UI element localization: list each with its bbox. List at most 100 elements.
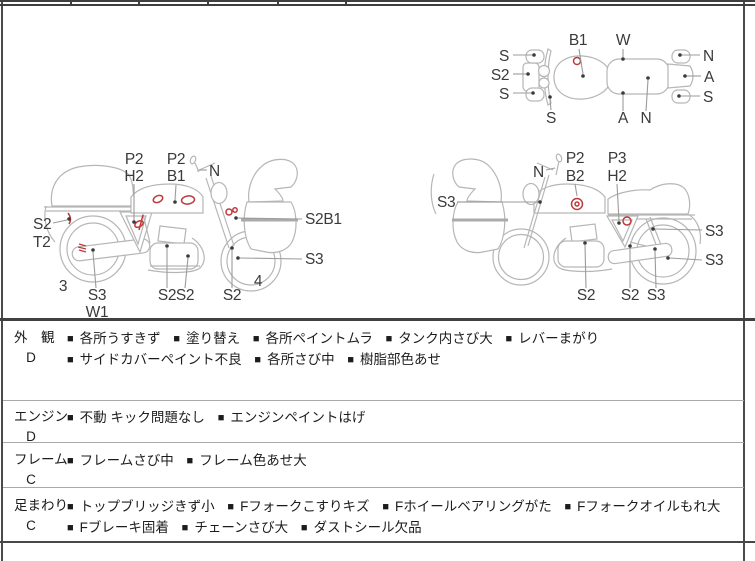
bullet-icon: ■ (67, 354, 74, 366)
condition-item: ■エンジンペイントはげ (217, 410, 366, 425)
condition-item: ■サイドカバーペイント不良 (67, 352, 242, 367)
condition-item: ■フレームさび中 (67, 453, 174, 468)
diagram-label: N (533, 164, 544, 181)
condition-item: ■チェーンさび大 (181, 520, 289, 535)
section-name: フレーム (14, 452, 68, 467)
bullet-icon: ■ (217, 412, 225, 424)
diagram-label: N (641, 110, 652, 127)
diagram-label: S (703, 89, 713, 106)
row-divider (3, 400, 744, 401)
condition-item: ■レバーまがり (505, 331, 600, 346)
bullet-icon: ■ (385, 333, 393, 345)
diagram-label: P2 (125, 151, 143, 168)
condition-item: ■不動 キック問題なし (67, 410, 205, 425)
diagram-label: S3 (647, 287, 665, 304)
condition-item: ■Fブレーキ固着 (67, 520, 169, 535)
bullet-icon: ■ (186, 455, 194, 467)
diagram-label: 4 (254, 273, 263, 290)
diagram-label: S2 (577, 287, 595, 304)
diagram-label: S3 (88, 287, 106, 304)
bullet-icon: ■ (67, 333, 74, 345)
section-row-exterior: 外 観 D ■各所うすきず ■塗り替え ■各所ペイントムラ ■タンク内さび大 ■… (3, 321, 744, 400)
diagram-label: S3 (705, 252, 723, 269)
diagram-label: B1 (569, 32, 587, 49)
bullet-icon: ■ (181, 522, 189, 534)
diagram-bottom-line (0, 318, 755, 321)
right-side-bike: N P2 B2 P3 H2 S3 S3 S3 S2 S2 S3 (430, 150, 724, 304)
bullet-icon: ■ (254, 354, 262, 366)
diagram-label: S3 (437, 194, 455, 211)
header-cell-divider (70, 0, 72, 4)
header-cell-divider (277, 0, 279, 4)
bullet-icon: ■ (67, 412, 74, 424)
section-conditions: ■不動 キック問題なし ■エンジンペイントはげ (65, 400, 744, 429)
diagram-label: S3 (705, 223, 723, 240)
diagram-label: S2 (223, 287, 241, 304)
header-bottom-line (0, 4, 755, 6)
diagram-label: 3 (59, 278, 67, 295)
bullet-icon: ■ (173, 333, 181, 345)
diagram-label: B1 (167, 168, 185, 185)
section-grade: D (26, 350, 36, 365)
condition-item: ■ダストシール欠品 (300, 520, 422, 535)
section-row-undercarriage: 足まわり C ■トップブリッジきず小 ■Fフォークこすりキズ ■Fホイールベアリ… (3, 489, 744, 541)
section-row-engine: エンジン D ■不動 キック問題なし ■エンジンペイントはげ (3, 400, 744, 445)
condition-item: ■塗り替え (173, 331, 241, 346)
header-cell-divider (207, 0, 209, 4)
diagram-label: T2 (33, 234, 51, 251)
diagram-label: S (499, 48, 509, 65)
top-edge-line (0, 0, 755, 2)
diagram-label: W1 (86, 304, 109, 321)
section-name: 足まわり (14, 498, 68, 513)
diagram-label: B2 (566, 168, 584, 185)
diagram-label: S2 (621, 287, 639, 304)
section-grade: C (26, 518, 36, 533)
bullet-icon: ■ (252, 333, 260, 345)
diagram-label: S2 (491, 67, 509, 84)
section-conditions: ■フレームさび中 ■フレーム色あせ大 (65, 443, 744, 472)
row-divider (3, 487, 744, 488)
bullet-icon: ■ (67, 522, 74, 534)
condition-item: ■各所さび中 (254, 352, 335, 367)
section-label: 足まわり C (3, 489, 68, 534)
diagram-label: N (703, 48, 714, 65)
diagram-label: S2B1 (305, 211, 342, 228)
diagram-label: P2 (566, 150, 584, 167)
bullet-icon: ■ (227, 501, 235, 513)
section-name: 外 観 (14, 330, 55, 345)
section-name: エンジン (14, 409, 68, 424)
diagram-label: P2 (167, 151, 185, 168)
diagram-label: S (499, 86, 509, 103)
top-view-bike: B1 W S S2 S S N A S A N (491, 32, 715, 127)
diagram-label: S (546, 110, 556, 127)
frame-border-right (743, 0, 745, 561)
diagram-label: S2 (33, 216, 51, 233)
diagram-label: W (616, 32, 631, 49)
section-label: 外 観 D (3, 321, 65, 366)
section-label: エンジン D (3, 400, 68, 445)
section-label: フレーム C (3, 443, 68, 488)
diagram-label: S3 (305, 251, 323, 268)
diagram-label: N (209, 163, 220, 180)
section-row-frame: フレーム C ■フレームさび中 ■フレーム色あせ大 (3, 443, 744, 487)
diagram-label: P3 (608, 150, 626, 167)
section-conditions: ■各所うすきず ■塗り替え ■各所ペイントムラ ■タンク内さび大 ■レバーまがり… (65, 321, 744, 371)
condition-item: ■Fフォークこすりキズ (227, 499, 370, 514)
left-side-bike: P2 H2 P2 B1 N S2 T2 3 S3 W1 S2 S2 S2 4 S… (33, 151, 342, 321)
condition-item: ■Fフォークオイルもれ大 (564, 499, 721, 514)
diagram-label: S2 (176, 287, 194, 304)
header-cell-divider (345, 0, 347, 4)
bullet-icon: ■ (67, 455, 74, 467)
row-divider (3, 442, 744, 443)
frame-border-left (1, 0, 3, 561)
diagram-label: A (704, 69, 715, 86)
condition-item: ■各所うすきず (67, 331, 161, 346)
condition-item: ■フレーム色あせ大 (186, 453, 307, 468)
bullet-icon: ■ (382, 501, 389, 513)
condition-item: ■各所ペイントムラ (252, 331, 373, 346)
bottom-line (0, 541, 755, 543)
condition-item: ■樹脂部色あせ (347, 352, 441, 367)
diagram-label: H2 (124, 168, 143, 185)
bullet-icon: ■ (505, 333, 513, 345)
